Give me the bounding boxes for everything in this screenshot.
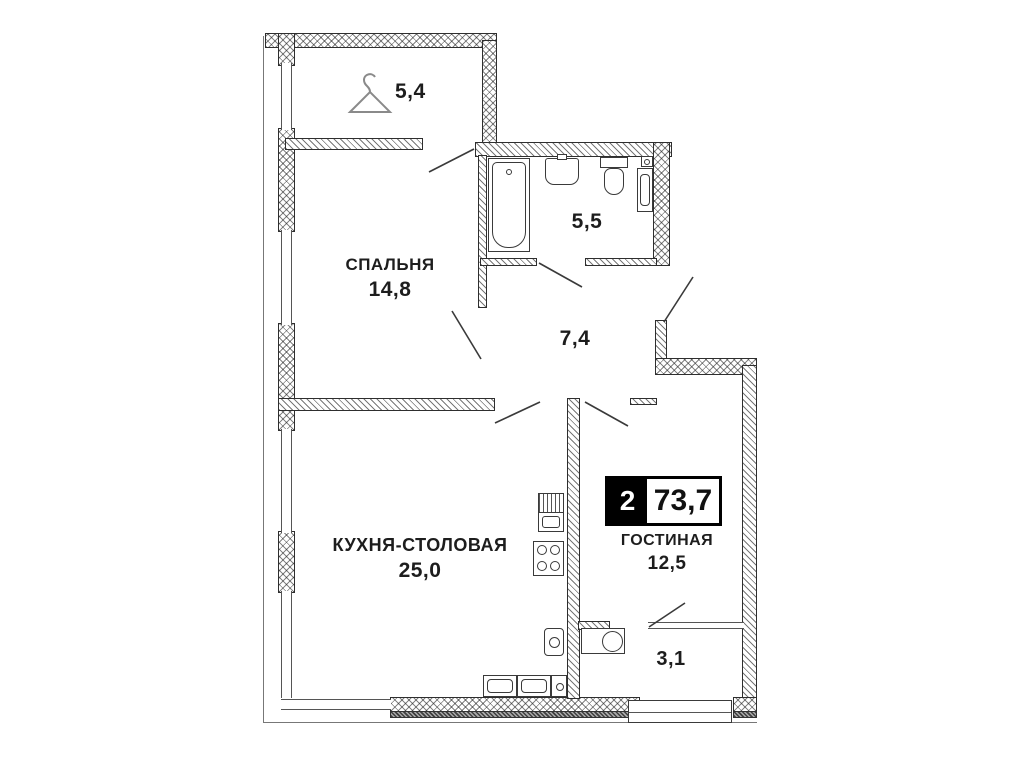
label-bedroom: СПАЛЬНЯ 14,8 (320, 255, 460, 302)
insulation-band-bottom (390, 711, 640, 718)
wall-left-seg1 (278, 33, 295, 66)
counter-inner (487, 679, 513, 693)
wall-entrance-jamb (655, 320, 667, 360)
bathtub-inner (492, 162, 526, 248)
water-heater-dial (549, 637, 560, 648)
window-balcony-glazing-line (629, 712, 731, 713)
stove (533, 541, 564, 576)
window-wardrobe (281, 63, 292, 130)
kitchen-sink (538, 512, 564, 532)
apartment-badge: 2 73,7 (605, 476, 722, 526)
ac-unit (581, 628, 625, 654)
label-living: ГОСТИНАЯ 12,5 (600, 532, 734, 575)
kitchen-sink-bowl (542, 516, 560, 528)
kitchen-counter-hob (551, 675, 567, 697)
door-swing-bathroom (538, 262, 583, 288)
wall-living-door-jamb (630, 398, 657, 405)
label-balcony-area: 3,1 (656, 648, 686, 670)
wall-living-right (742, 365, 757, 713)
washing-machine-inner (640, 174, 650, 206)
door-swing-kitchen (494, 401, 541, 424)
bathtub-drain (506, 169, 512, 175)
washing-machine (637, 168, 653, 212)
wall-bathroom-bottom-left (480, 258, 537, 266)
door-swing-living (584, 401, 629, 427)
wall-bathroom-right (653, 142, 670, 266)
stove-burner (550, 561, 560, 571)
ac-unit-fan (602, 631, 623, 652)
window-bedroom (281, 230, 292, 325)
bathroom-sink (545, 158, 579, 185)
window-balcony-sill (648, 622, 744, 629)
badge-total-area: 73,7 (653, 484, 713, 517)
stove-burner (537, 545, 547, 555)
bathroom-fan-box (641, 156, 653, 167)
wall-bathroom-top (475, 142, 672, 157)
wall-bathroom-bottom-right (585, 258, 657, 266)
label-bathroom-area: 5,5 (571, 210, 603, 233)
label-kitchen: КУХНЯ-СТОЛОВАЯ 25,0 (330, 535, 510, 583)
counter-hob-ring (556, 683, 564, 691)
kitchen-sink-drainer (538, 493, 564, 513)
toilet-bowl (604, 168, 624, 195)
facade-line-left (263, 36, 264, 723)
bathtub (488, 158, 530, 252)
wall-top (265, 33, 497, 48)
label-wardrobe-area: 5,4 (395, 80, 426, 103)
wall-bedroom-bathroom (478, 155, 487, 308)
window-kitchen-lower (281, 591, 292, 698)
kitchen-name: КУХНЯ-СТОЛОВАЯ (332, 535, 508, 555)
wall-wardrobe-right (482, 40, 497, 144)
door-swing-entrance (663, 276, 694, 323)
stove-burner (537, 561, 547, 571)
bathroom-fan (644, 159, 650, 165)
counter-inner (521, 679, 547, 693)
wall-left-seg4 (278, 531, 295, 593)
badge-rooms-count: 2 (608, 479, 647, 523)
water-heater (544, 628, 564, 656)
bedroom-area: 14,8 (368, 277, 412, 301)
wall-left-seg2 (278, 128, 295, 232)
bathroom-sink-tap (557, 154, 567, 160)
living-area: 12,5 (647, 553, 687, 575)
living-name: ГОСТИНАЯ (620, 532, 714, 549)
wall-wardrobe-bottom (285, 138, 423, 150)
wall-balcony-corner (733, 697, 757, 712)
wall-bottom (390, 697, 640, 712)
label-hallway-area: 7,4 (559, 327, 591, 350)
toilet-tank (600, 157, 628, 168)
window-balcony-glazing (628, 700, 732, 723)
window-kitchen-upper (281, 429, 292, 533)
kitchen-counter-module (483, 675, 517, 697)
wall-kitchen-living (567, 398, 580, 699)
door-swing-bedroom (451, 310, 482, 360)
insulation-band-corner (733, 711, 757, 718)
door-swing-wardrobe (428, 148, 475, 173)
facade-line-bottom (263, 722, 757, 723)
wall-living-top (655, 358, 757, 375)
window-kitchen-bottom (281, 699, 391, 710)
bedroom-name: СПАЛЬНЯ (345, 255, 435, 274)
kitchen-area: 25,0 (398, 558, 442, 582)
wall-left-seg3 (278, 323, 295, 431)
kitchen-counter-module (517, 675, 551, 697)
stove-burner (550, 545, 560, 555)
wall-bedroom-kitchen (278, 398, 495, 411)
clothes-hanger-icon (347, 73, 393, 113)
